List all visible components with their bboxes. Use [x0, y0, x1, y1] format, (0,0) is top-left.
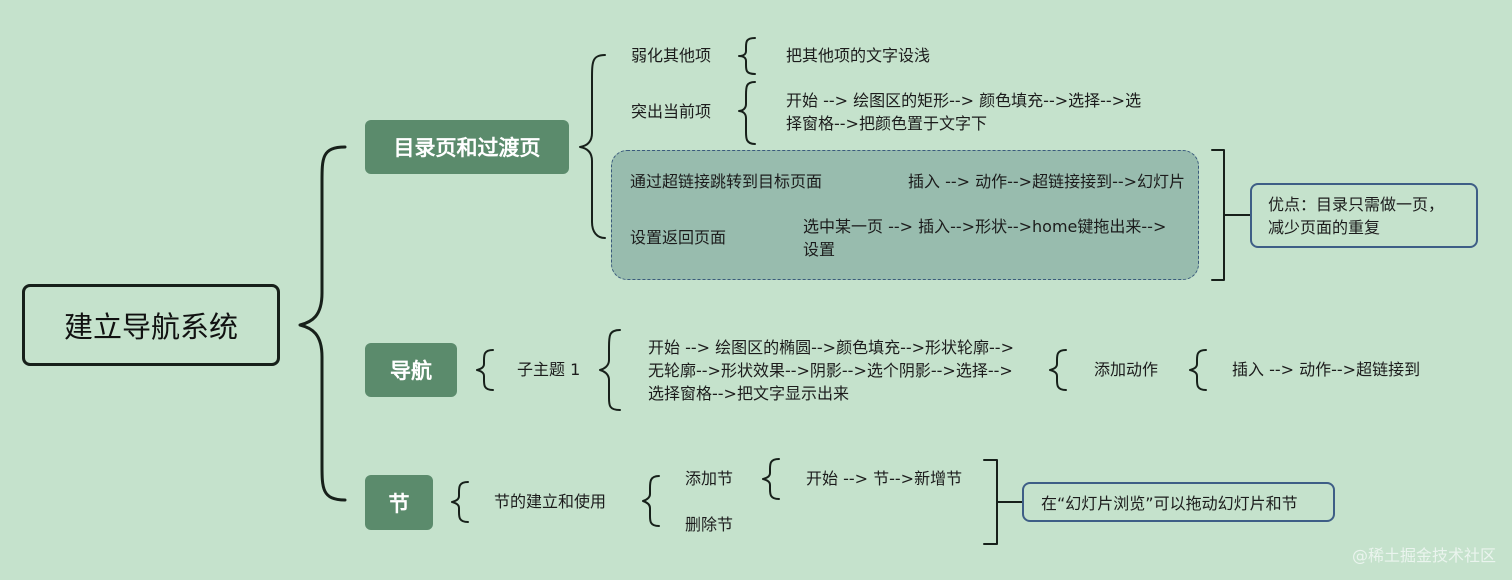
section-sub: 节的建立和使用	[494, 492, 607, 511]
toc-note-line-2: 减少页面的重复	[1268, 218, 1381, 237]
toc-brace	[579, 54, 606, 239]
toc-item-weak-detail: 把其他项的文字设浅	[786, 46, 931, 65]
group-bracket	[1211, 149, 1225, 281]
toc-item-current-detail-2: 择窗格-->把颜色置于文字下	[786, 114, 987, 133]
nav-detail-3: 选择窗格-->把文字显示出来	[648, 384, 849, 403]
toc-item-link-detail: 插入 --> 动作-->超链接接到-->幻灯片	[908, 172, 1186, 191]
hyperlink-group	[611, 150, 1199, 280]
nav-action: 添加动作	[1094, 360, 1159, 379]
brace-section-sub	[642, 475, 660, 527]
toc-item-return-detail-1: 选中某一页 --> 插入-->形状-->home键拖出来-->	[803, 217, 1167, 236]
brace-current	[738, 81, 756, 145]
brace-action	[1049, 349, 1067, 391]
brace-weak	[738, 37, 756, 75]
brace-action-detail	[1189, 349, 1207, 391]
toc-note: 优点：目录只需做一页， 减少页面的重复	[1250, 183, 1478, 248]
brace-section	[451, 481, 469, 523]
root-brace	[298, 145, 347, 502]
toc-item-current: 突出当前项	[631, 102, 712, 121]
nav-detail-1: 开始 --> 绘图区的椭圆-->颜色填充-->形状轮廓-->	[648, 338, 1014, 357]
branch-nav: 导航	[365, 343, 457, 397]
toc-item-weak: 弱化其他项	[631, 46, 712, 65]
root-node: 建立导航系统	[22, 284, 280, 366]
toc-note-line-1: 优点：目录只需做一页，	[1268, 195, 1445, 214]
nav-action-detail: 插入 --> 动作-->超链接到	[1232, 360, 1421, 379]
brace-add	[762, 458, 780, 500]
branch-toc: 目录页和过渡页	[365, 120, 569, 174]
section-bracket	[983, 459, 998, 545]
toc-item-link: 通过超链接跳转到目标页面	[630, 172, 823, 191]
section-add: 添加节	[685, 469, 734, 488]
section-add-detail: 开始 --> 节-->新增节	[806, 469, 963, 488]
toc-item-current-detail-1: 开始 --> 绘图区的矩形--> 颜色填充-->选择-->选	[786, 91, 1142, 110]
nav-detail-2: 无轮廓-->形状效果-->阴影-->选个阴影-->选择-->	[648, 361, 1013, 380]
branch-section: 节	[365, 475, 433, 530]
brace-subtopic	[599, 329, 621, 411]
section-note: 在“幻灯片浏览”可以拖动幻灯片和节	[1022, 482, 1335, 522]
section-delete: 删除节	[685, 515, 734, 534]
toc-item-return-detail-2: 设置	[803, 240, 836, 259]
nav-subtopic: 子主题 1	[517, 360, 581, 379]
toc-item-return: 设置返回页面	[630, 228, 727, 247]
watermark: @稀土掘金技术社区	[1351, 546, 1496, 565]
brace-nav	[476, 349, 494, 391]
